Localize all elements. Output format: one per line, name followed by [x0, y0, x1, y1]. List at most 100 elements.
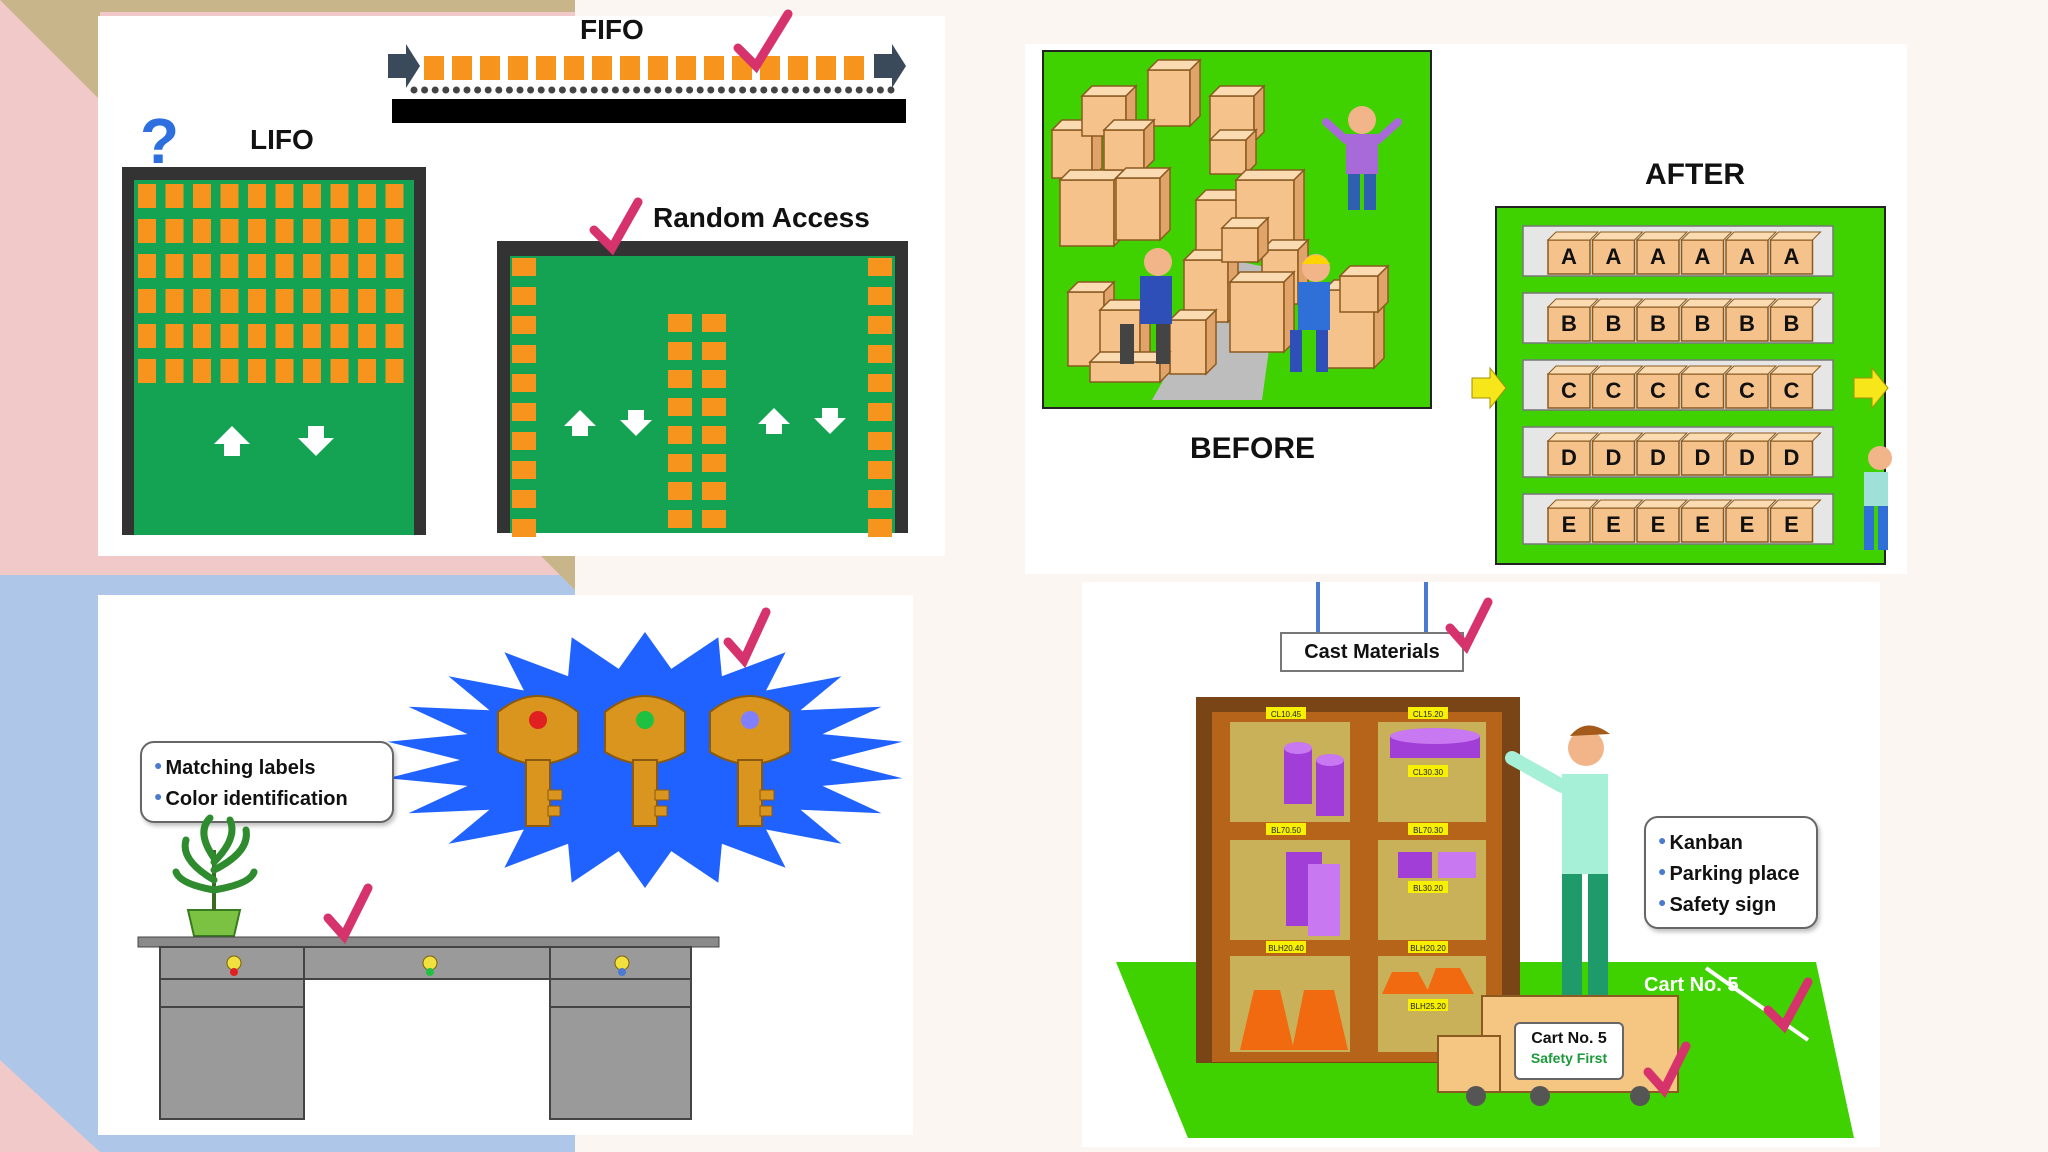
lifo-box [303, 254, 321, 278]
ra-center-box [668, 370, 692, 388]
fifo-roller [770, 86, 778, 94]
fifo-roller [495, 86, 503, 94]
after-box-letter: A [1650, 244, 1666, 269]
fifo-roller [876, 86, 884, 94]
lifo-box [330, 254, 349, 278]
after-box-top [1724, 365, 1778, 375]
after-box-letter: C [1783, 378, 1800, 403]
after-box [1547, 306, 1591, 342]
after-arrow-in-icon [1471, 366, 1507, 410]
callout-item-safety-sign: ●Safety sign [1658, 894, 1777, 916]
lifo-box [193, 254, 211, 278]
fifo-roller [452, 86, 460, 94]
ra-center-box [702, 454, 726, 472]
ra-center-box [668, 314, 692, 332]
fifo-roller [855, 86, 863, 94]
ra-side-box [868, 432, 892, 450]
lifo-box [193, 359, 211, 383]
fifo-roller [654, 86, 662, 94]
ra-side-box [868, 258, 892, 276]
after-box [1591, 440, 1636, 476]
after-box-top [1769, 298, 1822, 308]
ra-center-box [702, 398, 726, 416]
shelf-label-text: BL70.50 [1271, 826, 1301, 835]
lifo-box [275, 359, 294, 383]
after-box [1636, 440, 1680, 476]
lifo-box [193, 289, 211, 313]
after-box-top [1769, 499, 1822, 509]
shelf-label-text: CL10.45 [1271, 710, 1302, 719]
lifo-box [248, 219, 266, 243]
after-box [1725, 239, 1769, 275]
lifo-box [138, 184, 156, 208]
after-box-letter: D [1605, 445, 1622, 470]
lifo-box [138, 324, 156, 348]
lifo-box [248, 184, 266, 208]
orange-trapezoids-icon [1240, 968, 1474, 1050]
worker-kanban-icon [1505, 725, 1610, 996]
lifo-box [275, 289, 294, 313]
question-mark-icon: ? [140, 105, 180, 177]
after-box-letter: C [1694, 378, 1711, 403]
after-box-letter: A [1739, 244, 1755, 269]
lifo-box [330, 184, 349, 208]
after-box-top [1724, 432, 1778, 442]
shelf-label-tag [1408, 941, 1448, 953]
shelf-label-tag [1266, 707, 1306, 719]
shelf-label-tag [1408, 999, 1448, 1011]
after-box-top [1546, 499, 1600, 509]
after-box-top [1635, 432, 1689, 442]
ra-side-box [512, 258, 536, 276]
lifo-box [165, 289, 184, 313]
shelf-label-tag [1408, 881, 1448, 893]
after-box [1769, 239, 1814, 275]
ra-center-box [702, 510, 726, 528]
lifo-box [330, 289, 349, 313]
after-box-top [1724, 231, 1778, 241]
after-box [1547, 239, 1591, 275]
lifo-box [385, 184, 404, 208]
after-box-top [1635, 231, 1689, 241]
lifo-box [385, 254, 404, 278]
fifo-roller [537, 86, 545, 94]
fifo-box [620, 56, 640, 80]
after-box-top [1591, 365, 1644, 375]
lifo-box [358, 184, 376, 208]
lifo-box [220, 184, 239, 208]
worker-pointing-icon [1864, 446, 1892, 550]
fifo-roller [442, 86, 450, 94]
ra-side-box [868, 490, 892, 508]
fifo-roller [760, 86, 768, 94]
after-box-letter: E [1561, 512, 1577, 537]
fifo-box [704, 56, 724, 80]
plant-icon [172, 814, 258, 937]
after-box-top [1724, 499, 1778, 509]
lifo-box [275, 254, 294, 278]
after-box-top [1769, 365, 1822, 375]
after-box [1547, 440, 1591, 476]
lifo-box [358, 254, 376, 278]
shelf-label-text: CL15.20 [1413, 710, 1444, 719]
after-box-top [1591, 298, 1644, 308]
after-box [1680, 373, 1725, 409]
purple-blocks-icon [1286, 852, 1476, 936]
fifo-box [676, 56, 696, 80]
key-icon [604, 695, 686, 827]
ra-center-box [702, 314, 726, 332]
after-box [1636, 373, 1680, 409]
after-box-top [1591, 432, 1644, 442]
kanban-callout: ●Kanban ●Parking place ●Safety sign [1644, 816, 1818, 929]
after-box [1680, 440, 1725, 476]
fifo-roller [590, 86, 598, 94]
fifo-box [564, 56, 584, 80]
fifo-arrow-out-icon [874, 44, 906, 88]
lifo-box [385, 219, 404, 243]
fifo-box [844, 56, 864, 80]
lifo-down-arrow-icon [298, 426, 334, 456]
fifo-roller [728, 86, 736, 94]
fifo-box [536, 56, 556, 80]
fifo-roller [431, 86, 439, 94]
